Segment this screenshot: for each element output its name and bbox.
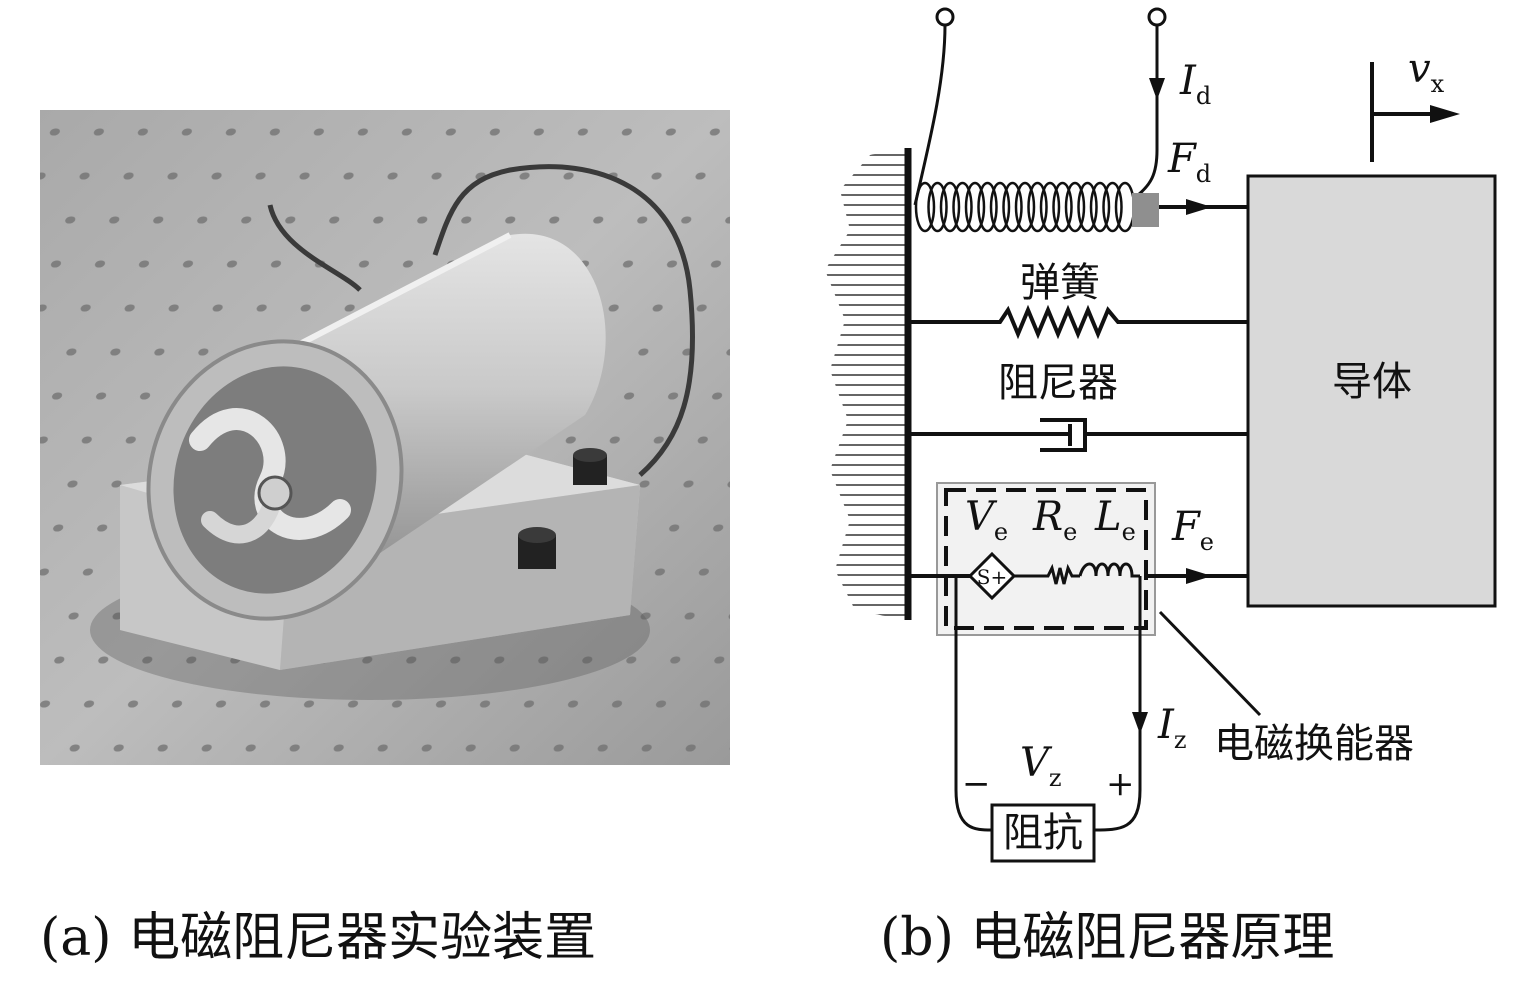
coil-loop — [1014, 181, 1036, 233]
coil-loop — [1027, 181, 1048, 233]
coil-core — [1132, 193, 1159, 227]
caption-a: (a) 电磁阻尼器实验装置 — [40, 908, 597, 968]
device-photo — [40, 110, 730, 765]
knob — [518, 527, 556, 569]
terminal-right — [1147, 7, 1167, 27]
coil-loop — [914, 181, 936, 233]
transducer-pointer — [1158, 610, 1262, 717]
current-arrow-iz — [1132, 712, 1148, 734]
force-fd-arrow — [1186, 199, 1212, 215]
circuit-wire-bottom-right — [1093, 789, 1142, 832]
voltage-source-icon: S+ — [967, 551, 1017, 601]
label-fe: Fe — [1171, 504, 1214, 556]
inductor-le — [1078, 562, 1140, 578]
drive-coil — [914, 181, 1136, 233]
resistor-re — [1014, 563, 1080, 585]
label-id: Id — [1179, 58, 1211, 110]
cable — [267, 204, 362, 292]
coil-loop — [1077, 181, 1098, 233]
label-vx: vx — [1408, 46, 1445, 98]
coil-loop — [1114, 181, 1136, 233]
label-re: Re — [1032, 494, 1077, 546]
force-fe-arrow — [1186, 568, 1212, 584]
damper-schematic: Id Fd vx 导体 弹簧 阻尼器 Ve Re Le S+ Fe 阻抗 Iz … — [825, 7, 1497, 863]
label-ve: Ve — [965, 494, 1008, 546]
label-iz: Iz — [1157, 702, 1186, 754]
terminal-left — [935, 7, 955, 27]
label-plus: + — [1106, 764, 1135, 804]
impedance-label: 阻抗 — [1003, 810, 1083, 856]
wall-hatching — [825, 148, 905, 620]
transducer-outer-box — [936, 482, 1156, 636]
current-arrow-id — [1149, 78, 1165, 100]
coil-loop — [1052, 181, 1073, 233]
label-le: Le — [1094, 494, 1136, 546]
coil-loop — [939, 181, 961, 233]
circuit-wire-bottom-left — [954, 789, 993, 832]
caption-b: (b) 电磁阻尼器原理 — [880, 908, 1335, 968]
transducer-dashed-box — [944, 488, 1148, 630]
conductor-label: 导体 — [1332, 359, 1412, 405]
impedance-box — [990, 803, 1096, 863]
velocity-arrow-head — [1430, 105, 1460, 123]
coil-lead-right — [1137, 25, 1159, 197]
transducer-label: 电磁换能器 — [1214, 721, 1414, 767]
coil-loop — [1002, 181, 1023, 233]
coil-loop — [1089, 181, 1111, 233]
coil-loop — [977, 181, 998, 233]
coil-loop — [1039, 181, 1061, 233]
coil-loop — [989, 181, 1011, 233]
coil-loop — [952, 181, 973, 233]
label-vz: Vz — [1020, 740, 1062, 792]
coil-lead-left — [913, 24, 947, 206]
cable — [432, 164, 695, 477]
spring-label: 弹簧 — [1020, 260, 1100, 306]
spring — [908, 304, 1248, 340]
knob — [573, 448, 607, 485]
label-minus: − — [962, 764, 991, 804]
svg-text:S+: S+ — [977, 565, 1007, 589]
conductor-block — [1246, 174, 1497, 608]
coil-loop — [927, 181, 948, 233]
damper-label: 阻尼器 — [998, 360, 1118, 406]
coil-loop — [1102, 181, 1123, 233]
dashpot — [908, 418, 1248, 452]
end-flange — [146, 339, 404, 621]
label-fd: Fd — [1167, 136, 1211, 188]
coil-loop — [964, 181, 986, 233]
coil-loop — [1064, 181, 1086, 233]
